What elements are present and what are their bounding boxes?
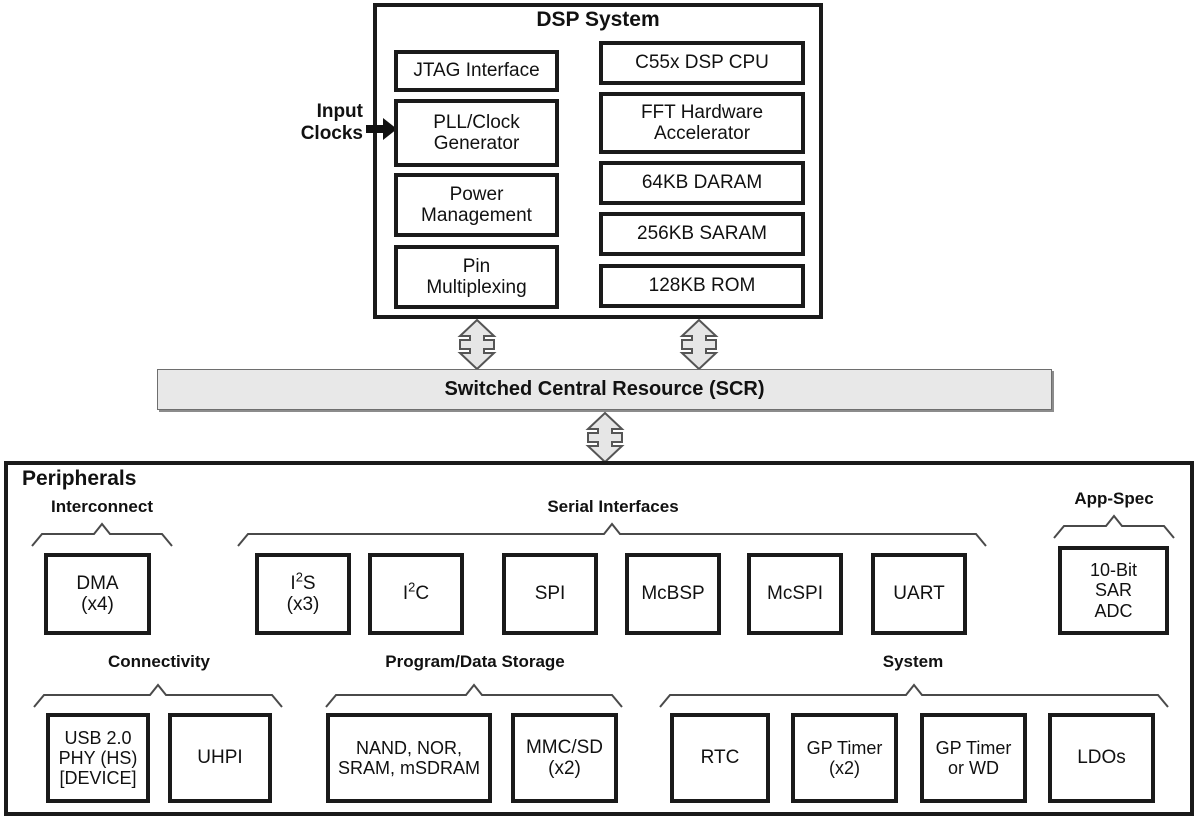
block-uhpi: UHPI (168, 713, 272, 803)
block-ldos: LDOs (1048, 713, 1155, 803)
block-label-line2: SAR (1094, 580, 1132, 601)
block-label-line1: NAND, NOR, (355, 737, 462, 758)
block-label-line1: MMC/SD (525, 736, 604, 758)
group-label-system: System (882, 652, 944, 671)
block-label-line2: Accelerator (653, 123, 751, 144)
block-dma: DMA (x4) (44, 553, 151, 635)
block-label-line2: Generator (433, 133, 520, 154)
block-label-line2: Multiplexing (426, 277, 527, 298)
block-label: UHPI (197, 747, 243, 769)
block-mmc-sd: MMC/SD (x2) (511, 713, 618, 803)
block-label: 128KB ROM (648, 275, 756, 297)
input-clocks-arrow-icon (366, 118, 397, 140)
block-pin-multiplexing: Pin Multiplexing (394, 245, 559, 309)
block-i2s: I2S (x3) (255, 553, 351, 635)
block-label: GP Timer (x2) (807, 738, 883, 778)
block-label-line2: (x3) (286, 594, 320, 615)
block-label: DMA (x4) (76, 573, 118, 616)
block-mcspi: McSPI (747, 553, 843, 635)
block-label: Pin Multiplexing (426, 256, 526, 299)
block-128kb-rom: 128KB ROM (599, 264, 805, 308)
block-label-line1: USB 2.0 (64, 727, 132, 748)
scr-label: Switched Central Resource (SCR) (444, 378, 765, 400)
block-label: GP Timer or WD (936, 738, 1012, 778)
block-label: C55x DSP CPU (635, 52, 769, 74)
block-label: SPI (534, 583, 566, 605)
block-power-management: Power Management (394, 173, 559, 237)
block-label: 64KB DARAM (641, 172, 763, 194)
block-label: 256KB SARAM (637, 223, 767, 245)
block-label-line1: Pin (462, 255, 491, 277)
block-label-line2: or WD (948, 758, 999, 778)
block-sar-adc: 10-Bit SAR ADC (1058, 546, 1169, 635)
group-label-program-data-storage: Program/Data Storage (385, 652, 565, 671)
block-64kb-daram: 64KB DARAM (599, 161, 805, 205)
block-label-line1: I2S (290, 569, 316, 594)
block-256kb-saram: 256KB SARAM (599, 212, 805, 256)
block-label: RTC (700, 747, 740, 769)
block-label-line1: GP Timer (935, 737, 1012, 758)
block-jtag-interface: JTAG Interface (394, 50, 559, 92)
block-label: McSPI (767, 583, 823, 605)
dsp-system-title: DSP System (536, 8, 660, 31)
block-label: Power Management (421, 184, 532, 227)
block-label: I2S (x3) (286, 569, 320, 616)
block-label: PLL/Clock Generator (433, 112, 520, 155)
block-label-line2: (x2) (829, 758, 860, 778)
block-label-line2: (x2) (548, 758, 581, 779)
block-label: JTAG Interface (413, 60, 540, 82)
block-external-memory: NAND, NOR, SRAM, mSDRAM (326, 713, 492, 803)
group-label-serial-interfaces: Serial Interfaces (547, 497, 679, 516)
block-label-line2: (x4) (81, 594, 114, 615)
block-label: NAND, NOR, SRAM, mSDRAM (338, 738, 480, 778)
block-label-line1: Power (449, 183, 504, 205)
block-label-line3: [DEVICE] (59, 768, 137, 789)
block-usb-phy: USB 2.0 PHY (HS) [DEVICE] (46, 713, 150, 803)
bidirectional-arrow-scr-peripherals-icon (585, 411, 625, 464)
brace-system-icon (659, 683, 1169, 708)
bidirectional-arrow-right-icon (679, 318, 719, 371)
block-label: UART (893, 583, 945, 605)
brace-serial-interfaces-icon (237, 522, 987, 547)
brace-interconnect-icon (31, 522, 173, 547)
block-label-line1: PLL/Clock (433, 111, 520, 133)
block-label: McBSP (641, 583, 705, 605)
brace-app-spec-icon (1053, 514, 1175, 539)
group-label-interconnect: Interconnect (50, 497, 154, 516)
block-mcbsp: McBSP (625, 553, 721, 635)
block-label-line3: ADC (1094, 600, 1133, 621)
peripherals-title: Peripherals (22, 467, 137, 490)
block-pll-clock-generator: PLL/Clock Generator (394, 99, 559, 167)
brace-program-data-storage-icon (325, 683, 623, 708)
block-label-line1: FFT Hardware (640, 101, 764, 123)
block-label: FFT Hardware Accelerator (641, 102, 763, 145)
block-label-line2: Management (421, 205, 532, 226)
block-label-line2: SRAM, mSDRAM (337, 758, 480, 778)
group-label-connectivity: Connectivity (107, 652, 211, 671)
block-label: LDOs (1077, 747, 1126, 769)
block-label-line2: PHY (HS) (58, 747, 138, 768)
block-label-line1: DMA (76, 572, 119, 594)
input-clocks-label: Input Clocks (258, 101, 363, 145)
block-label: I2C (402, 580, 430, 605)
input-clocks-label-line2: Clocks (300, 122, 363, 144)
block-label-line1: 10-Bit (1089, 560, 1138, 581)
block-fft-hardware-accelerator: FFT Hardware Accelerator (599, 92, 805, 154)
group-label-app-spec: App-Spec (1074, 489, 1154, 508)
brace-connectivity-icon (33, 683, 283, 708)
block-gp-timer: GP Timer (x2) (791, 713, 898, 803)
block-spi: SPI (502, 553, 598, 635)
block-i2c: I2C (368, 553, 464, 635)
block-gp-timer-or-wd: GP Timer or WD (920, 713, 1027, 803)
input-clocks-label-line1: Input (316, 101, 363, 122)
block-uart: UART (871, 553, 967, 635)
block-label: 10-Bit SAR ADC (1090, 560, 1137, 620)
block-label: MMC/SD (x2) (526, 737, 603, 780)
block-c55x-dsp-cpu: C55x DSP CPU (599, 41, 805, 85)
bidirectional-arrow-left-icon (457, 318, 497, 371)
block-rtc: RTC (670, 713, 770, 803)
switched-central-resource-bar: Switched Central Resource (SCR) (157, 369, 1052, 410)
block-label-line1: GP Timer (806, 737, 883, 758)
block-label: USB 2.0 PHY (HS) [DEVICE] (59, 728, 138, 788)
